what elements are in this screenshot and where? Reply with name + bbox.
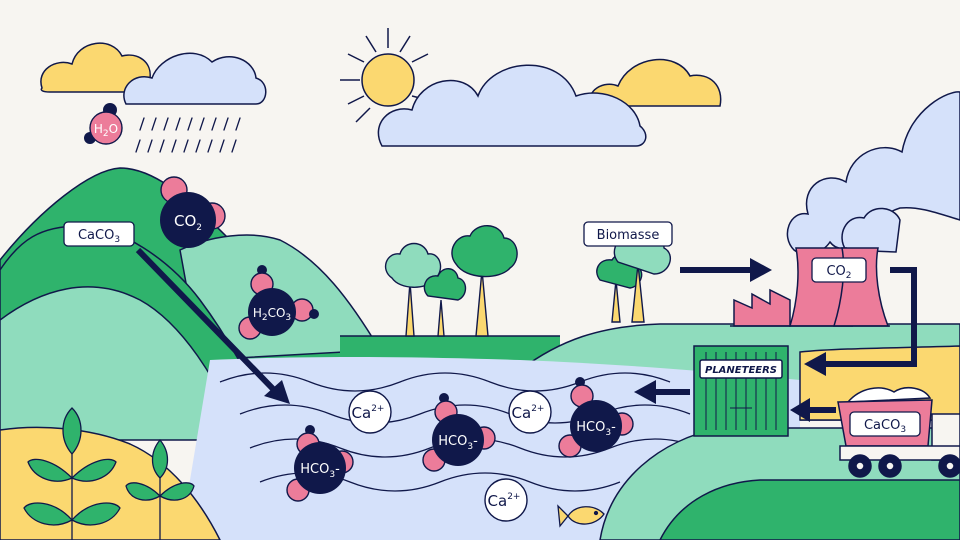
- cloud-icon: [40, 42, 267, 105]
- h2o-molecule: H2O: [84, 103, 123, 145]
- caco3-truck-label: CaCO3: [849, 411, 921, 437]
- fish-icon: [557, 504, 605, 528]
- svg-text:CO2: CO2: [174, 212, 202, 233]
- svg-text:HCO3-: HCO3-: [438, 434, 478, 452]
- calcium-ion: Ca2+: [508, 390, 552, 434]
- svg-text:Ca2+: Ca2+: [512, 404, 545, 422]
- svg-text:CO2: CO2: [826, 264, 851, 281]
- h2co3-molecule: H2CO3: [238, 265, 319, 340]
- warehouse: [693, 345, 789, 437]
- svg-text:HCO3-: HCO3-: [300, 462, 340, 480]
- svg-text:Biomasse: Biomasse: [597, 228, 660, 243]
- biomasse-label: Biomasse: [583, 221, 673, 247]
- svg-text:CaCO3: CaCO3: [864, 418, 906, 435]
- hco3-molecule: HCO3-: [286, 425, 354, 502]
- hco3-molecule: HCO3-: [422, 393, 496, 472]
- smoke-cloud: [786, 91, 960, 255]
- calcium-ion: Ca2+: [348, 390, 392, 434]
- co2-factory-label: CO2: [811, 257, 867, 283]
- plant-icon: [23, 407, 195, 540]
- svg-text:Ca2+: Ca2+: [352, 404, 385, 422]
- caco3-label-left: CaCO3: [63, 221, 135, 247]
- arrow-icon: [135, 247, 917, 413]
- svg-text:CaCO3: CaCO3: [78, 228, 120, 245]
- brand-sign: PLANETEERS: [705, 365, 777, 376]
- hco3-molecule: HCO3-: [558, 377, 634, 458]
- svg-text:HCO3-: HCO3-: [576, 420, 616, 438]
- arrow-icon: [264, 258, 826, 422]
- cloud-icon: [377, 58, 722, 147]
- svg-text:H2O: H2O: [94, 122, 118, 139]
- right-hill: [659, 479, 960, 540]
- rain-icon: [135, 117, 241, 153]
- co2-molecule: CO2: [160, 176, 226, 248]
- svg-text:H2CO3: H2CO3: [253, 306, 291, 323]
- svg-text:Ca2+: Ca2+: [488, 492, 521, 510]
- calcium-ion: Ca2+: [484, 478, 528, 522]
